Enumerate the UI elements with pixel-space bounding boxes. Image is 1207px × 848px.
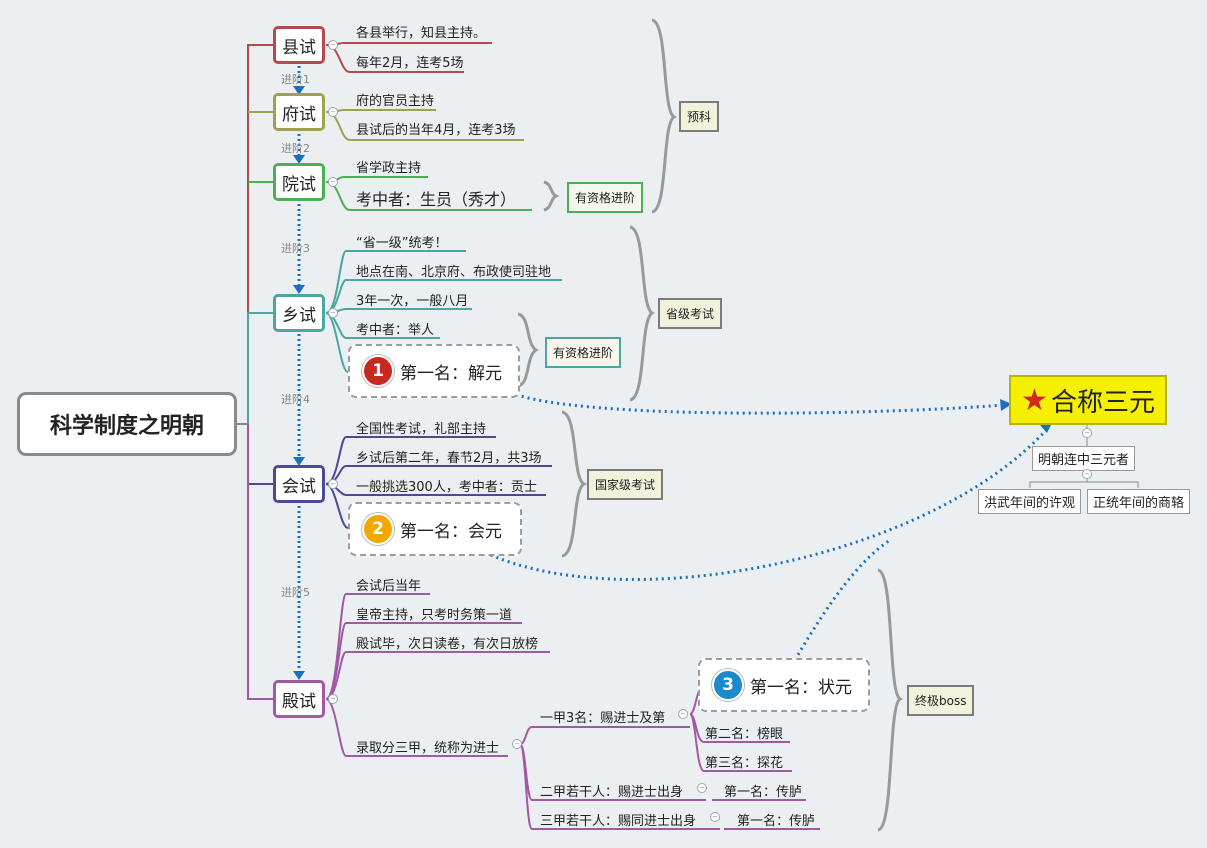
sanyuan-person[interactable]: 正统年间的商辂 [1087,489,1191,514]
exam-metropolitan[interactable]: 会试 [273,465,325,503]
detail-text[interactable]: 县试后的当年4月，连考3场 [356,123,516,138]
exam-academy[interactable]: 院试 [273,163,325,201]
collapse-icon[interactable]: − [1082,469,1092,479]
second-class-first-text[interactable]: 第一名：传胪 [724,785,803,800]
collapse-icon[interactable]: − [697,783,707,793]
sanyuan-subtitle[interactable]: 明朝连中三元者 [1032,446,1136,471]
qualify-tag[interactable]: 有资格进阶 [567,182,644,213]
second-class-text[interactable]: 二甲若干人：赐进士出身 [540,785,684,800]
detail-text[interactable]: 各县举行，知县主持。 [356,26,487,41]
qualify-tag[interactable]: 有资格进阶 [545,337,622,368]
detail-text[interactable]: 省学政主持 [356,161,422,176]
detail-text[interactable]: 地点在南、北京府、布政使司驻地 [356,265,552,280]
collapse-icon[interactable]: − [328,107,338,117]
exam-county[interactable]: 县试 [273,26,325,64]
collapse-icon[interactable]: − [328,308,338,318]
third-class-first-text[interactable]: 第一名：传胪 [737,814,816,829]
detail-text[interactable]: 考中者：举人 [356,323,435,338]
first-place-metropolitan[interactable]: 2 第一名：会元 [348,502,522,556]
detail-text[interactable]: 殿试毕，次日读卷，有次日放榜 [356,637,539,652]
detail-text[interactable]: 3年一次，一般八月 [356,294,469,309]
first-place-label: 第一名：会元 [400,521,502,542]
group-national[interactable]: 国家级考试 [587,469,664,500]
detail-text[interactable]: 考中者：生员（秀才） [356,190,517,209]
exam-palace[interactable]: 殿试 [273,680,325,718]
divisions-text[interactable]: 录取分三甲，统称为进士 [356,741,500,756]
group-final-boss[interactable]: 终极boss [907,685,975,716]
first-place-label: 第一名：解元 [400,363,502,384]
collapse-icon[interactable]: − [328,479,338,489]
collapse-icon[interactable]: − [328,40,338,50]
champion-node[interactable]: 3 第一名：状元 [698,658,870,712]
sanyuan-title: 合称三元 [1050,387,1155,418]
advance-label: 进阶1 [281,73,310,86]
group-provincial[interactable]: 省级考试 [658,298,723,329]
first-place-provincial[interactable]: 1 第一名：解元 [348,344,520,398]
advance-label: 进阶3 [281,242,310,255]
third-place-text[interactable]: 第三名：探花 [705,756,784,771]
medal-3-icon: 3 [712,669,744,701]
advance-label: 进阶4 [281,393,310,406]
exam-prefecture[interactable]: 府试 [273,93,325,131]
detail-text[interactable]: 每年2月，连考5场 [356,56,464,71]
group-preliminary[interactable]: 预科 [679,101,720,132]
medal-1-icon: 1 [362,355,394,387]
exam-provincial[interactable]: 乡试 [273,294,325,332]
detail-text[interactable]: 乡试后第二年，春节2月，共3场 [356,451,542,466]
second-place-text[interactable]: 第二名：榜眼 [705,727,784,742]
detail-text[interactable]: 府的官员主持 [356,94,435,109]
detail-text[interactable]: 会试后当年 [356,579,422,594]
detail-text[interactable]: 皇帝主持，只考时务策一道 [356,608,513,623]
collapse-icon[interactable]: − [710,812,720,822]
advance-label: 进阶5 [281,586,310,599]
medal-2-icon: 2 [362,513,394,545]
sanyuan-person[interactable]: 洪武年间的许观 [978,489,1082,514]
collapse-icon[interactable]: − [1082,428,1092,438]
star-icon: ★ [1021,382,1048,418]
collapse-icon[interactable]: − [328,694,338,704]
detail-text[interactable]: “省一级”统考！ [356,236,448,251]
third-class-text[interactable]: 三甲若干人：赐同进士出身 [540,814,697,829]
first-class-text[interactable]: 一甲3名：赐进士及第 [540,711,666,726]
champion-label: 第一名：状元 [750,677,852,698]
collapse-icon[interactable]: − [678,709,688,719]
collapse-icon[interactable]: − [328,177,338,187]
collapse-icon[interactable]: − [512,739,522,749]
root-topic[interactable]: 科学制度之明朝 [17,392,237,456]
detail-text[interactable]: 全国性考试，礼部主持 [356,422,487,437]
advance-label: 进阶2 [281,142,310,155]
sanyuan-node[interactable]: ★ 合称三元 [1009,375,1167,425]
detail-text[interactable]: 一般挑选300人，考中者：贡士 [356,480,537,495]
